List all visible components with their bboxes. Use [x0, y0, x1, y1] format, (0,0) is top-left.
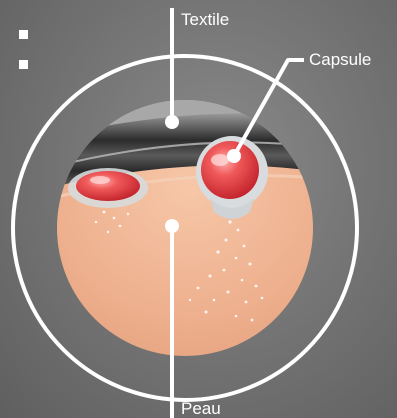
textile-marker — [165, 115, 179, 129]
left-capsule — [68, 168, 148, 208]
capsule-label: Capsule — [309, 51, 371, 68]
skin-marker — [165, 219, 179, 233]
capsule-marker — [227, 149, 241, 163]
skin-label: Peau — [181, 400, 221, 417]
textile-label: Textile — [181, 11, 229, 28]
cross-section-illustration — [40, 90, 340, 370]
